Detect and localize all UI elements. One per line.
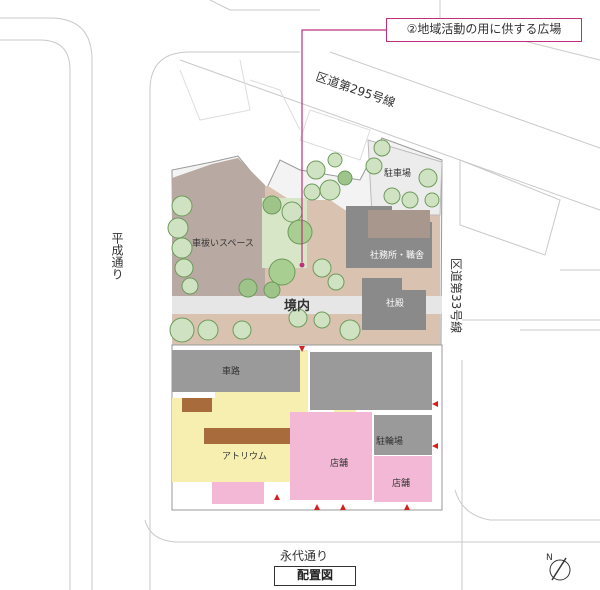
label-shrine: 社殿	[386, 297, 404, 309]
upper-right-block	[310, 352, 432, 410]
office-terrace	[368, 210, 430, 238]
label-festival-space: 車祓いスペース	[192, 237, 254, 249]
map-title: 配置図	[274, 566, 356, 586]
shop-area-3	[212, 482, 264, 504]
shrine-building	[362, 278, 426, 330]
wood-counter	[204, 428, 294, 444]
label-shop-2: 店舗	[392, 477, 410, 489]
label-office: 社務所・職舎	[370, 249, 424, 261]
road-label-east: 区道第33号線	[449, 258, 464, 333]
shop-area-1	[290, 412, 372, 500]
bicycle-parking-area	[374, 415, 432, 455]
driveway-block	[172, 350, 300, 392]
callout-leader	[301, 29, 386, 262]
north-arrow: N	[546, 553, 571, 581]
festival-space-area	[172, 158, 265, 300]
label-atrium: アトリウム	[222, 451, 267, 462]
atrium-area	[172, 350, 372, 482]
label-parking: 駐車場	[384, 167, 411, 179]
label-precinct: 境内	[284, 298, 310, 314]
shop-area-2	[374, 456, 432, 502]
road-label-west: 平成通り	[110, 232, 124, 280]
trees	[167, 139, 440, 343]
label-driveway: 車路	[222, 365, 240, 377]
wood-bench	[182, 398, 212, 412]
road-label-north: 区道第295号線	[314, 69, 397, 110]
callout-point	[299, 262, 305, 268]
callout-label: ②地域活動の用に供する広場	[386, 18, 582, 42]
road-label-south: 永代通り	[280, 549, 328, 563]
label-shop-1: 店舗	[330, 457, 348, 469]
property-lines	[179, 59, 371, 161]
entrance-markers	[274, 346, 438, 510]
north-arrow-label: N	[546, 553, 553, 563]
label-bicycle-parking: 駐輪場	[376, 435, 403, 447]
